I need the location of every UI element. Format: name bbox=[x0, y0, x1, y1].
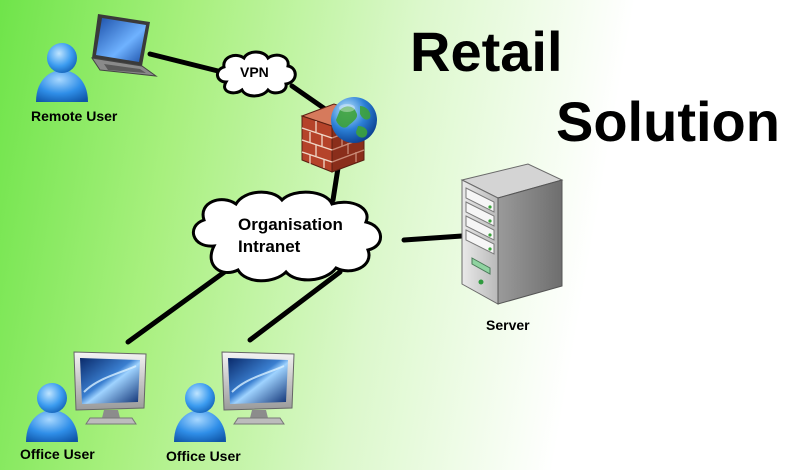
line-remote-to-vpn bbox=[147, 51, 225, 75]
line-intranet-to-office2 bbox=[247, 269, 343, 343]
vpn-cloud bbox=[216, 50, 297, 98]
intranet-label-line-1: Organisation bbox=[238, 215, 343, 234]
line-firewall-to-intranet bbox=[330, 165, 341, 203]
office-user-2-label: Office User bbox=[166, 448, 241, 464]
globe-icon bbox=[331, 97, 377, 143]
laptop-icon bbox=[90, 14, 158, 77]
office-user-1-icon bbox=[26, 383, 78, 442]
vpn-label: VPN bbox=[240, 64, 269, 80]
office-user-1-label: Office User bbox=[20, 446, 95, 462]
intranet-label: Organisation Intranet bbox=[238, 214, 343, 258]
monitor-icon bbox=[73, 351, 147, 425]
intranet-cloud bbox=[191, 190, 382, 283]
remote-user-label: Remote User bbox=[31, 108, 118, 124]
server-label: Server bbox=[486, 317, 530, 333]
remote-user-icon bbox=[36, 43, 88, 102]
title-line-2: Solution bbox=[556, 90, 780, 153]
line-intranet-to-office1 bbox=[125, 265, 233, 345]
intranet-label-line-2: Intranet bbox=[238, 237, 301, 256]
monitor-icon bbox=[221, 351, 295, 425]
office-user-2-icon bbox=[174, 383, 226, 442]
line-intranet-to-server bbox=[401, 233, 465, 243]
title-line-1: Retail bbox=[410, 20, 563, 83]
connection-lines bbox=[125, 51, 465, 345]
server-icon bbox=[460, 163, 564, 305]
